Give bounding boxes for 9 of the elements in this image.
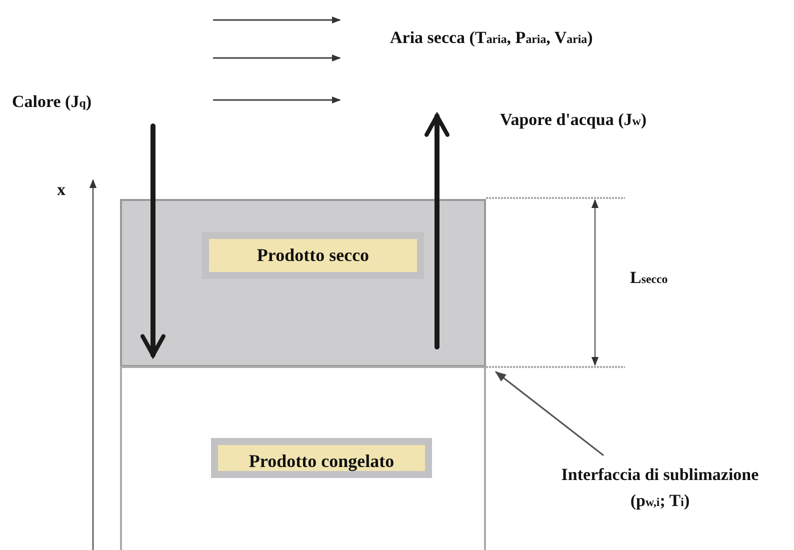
interface-label: Interfaccia di sublimazione: [560, 465, 760, 485]
frozen-layer: [120, 366, 486, 550]
axis-label: x: [57, 180, 66, 200]
layer-label: Prodotto congelato: [211, 438, 432, 478]
heat-flux-arrow: [140, 124, 166, 358]
layer-label: Prodotto secco: [202, 232, 424, 279]
vapour-flux-arrow: [424, 114, 450, 350]
leader-line: [495, 371, 604, 456]
dried-layer: [120, 199, 486, 367]
